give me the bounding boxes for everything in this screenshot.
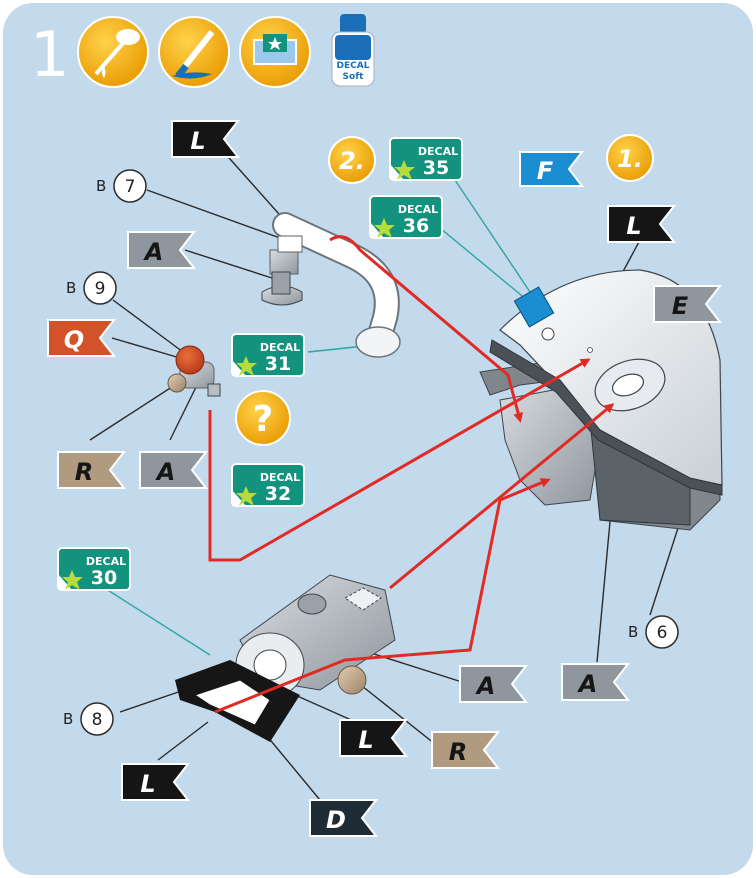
svg-text:D: D — [326, 806, 346, 834]
leader-l-bottom — [157, 721, 209, 761]
flag-r-bottom: R — [431, 731, 501, 769]
flag-a-bottom: A — [459, 665, 529, 703]
leader-decal-36 — [439, 227, 528, 301]
arrow-ball-to-hull — [208, 358, 591, 562]
flag-a-arm: A — [127, 231, 197, 269]
svg-text:R: R — [75, 458, 93, 486]
svg-text:DECAL: DECAL — [260, 471, 300, 484]
svg-text:DECAL: DECAL — [418, 145, 458, 158]
svg-text:6: 6 — [657, 623, 668, 643]
flag-l-right: L — [607, 205, 677, 243]
svg-text:B: B — [66, 279, 76, 297]
question-marker: ? — [235, 390, 291, 446]
flag-l-bottom: L — [121, 763, 191, 801]
flag-l-mid: L — [339, 719, 409, 757]
svg-text:A: A — [143, 238, 164, 266]
svg-text:Q: Q — [64, 326, 84, 354]
part-callout-b8: B 8 — [63, 702, 114, 736]
svg-text:8: 8 — [92, 710, 103, 730]
svg-text:B: B — [628, 623, 638, 641]
glue-applicator-icon — [77, 16, 149, 88]
flag-l-top: L — [171, 120, 241, 158]
step-number: 1 — [30, 18, 69, 91]
svg-text:R: R — [449, 738, 467, 766]
leader-b7 — [146, 189, 281, 239]
svg-text:32: 32 — [265, 483, 291, 505]
leader-decal-31 — [307, 345, 366, 353]
connection-arrows — [208, 235, 615, 714]
svg-text:E: E — [672, 292, 689, 320]
page-background — [3, 3, 753, 875]
decal-badge-31: DECAL 31 — [231, 333, 305, 377]
flag-a-main: A — [561, 663, 631, 701]
leader-a-arm — [184, 249, 273, 279]
svg-text:DECAL: DECAL — [86, 555, 126, 568]
decal-badge-32: DECAL 32 — [231, 463, 305, 507]
svg-text:L: L — [626, 212, 641, 240]
svg-text:9: 9 — [95, 279, 106, 299]
flag-q: Q — [47, 319, 117, 357]
paintbrush-icon — [158, 16, 230, 88]
svg-text:?: ? — [253, 399, 274, 440]
flag-a-left: A — [139, 451, 209, 489]
part-callout-b6: B 6 — [628, 615, 679, 649]
order-marker-2: 2. — [328, 136, 376, 184]
decal-leaders — [94, 179, 531, 656]
svg-text:L: L — [140, 770, 155, 798]
flag-r-left: R — [57, 451, 127, 489]
decal-badge-36: DECAL 36 — [369, 195, 443, 239]
svg-text:30: 30 — [91, 567, 117, 589]
part-callout-b9: B 9 — [66, 271, 117, 305]
leader-d — [261, 729, 321, 801]
order-marker-1: 1. — [606, 134, 654, 182]
bottle-label-bottom: Soft — [343, 72, 365, 82]
decal-soft-bottle-icon: DECAL Soft — [331, 14, 375, 87]
arrow-lower-to-hull — [389, 403, 615, 590]
bottle-label-top: DECAL — [337, 61, 370, 71]
decal-badge-35: DECAL 35 — [389, 137, 463, 181]
svg-text:A: A — [475, 672, 496, 700]
decal-badge-30: DECAL 30 — [57, 547, 131, 591]
svg-text:A: A — [577, 670, 598, 698]
leader-a-left — [169, 382, 199, 441]
flag-e: E — [653, 285, 723, 323]
svg-text:B: B — [63, 710, 73, 728]
arm-part — [261, 212, 401, 358]
svg-text:36: 36 — [403, 215, 429, 237]
lower-hull-part — [175, 574, 396, 742]
leader-r-left — [89, 382, 179, 441]
arrow-lower-to-hull-b — [214, 478, 551, 714]
svg-text:31: 31 — [265, 353, 291, 375]
flag-d: D — [309, 799, 379, 837]
leader-decal-35 — [454, 179, 531, 293]
svg-text:35: 35 — [423, 157, 449, 179]
leader-lines — [89, 149, 688, 801]
svg-text:7: 7 — [125, 177, 136, 197]
svg-text:B: B — [96, 177, 106, 195]
svg-text:L: L — [190, 127, 205, 155]
water-dish-decal-icon — [239, 16, 311, 88]
svg-text:DECAL: DECAL — [260, 341, 300, 354]
svg-text:F: F — [537, 157, 554, 185]
arrow-arm-to-hull — [329, 235, 524, 423]
leader-a-main — [596, 499, 613, 663]
svg-text:DECAL: DECAL — [398, 203, 438, 216]
svg-text:1.: 1. — [617, 145, 643, 173]
svg-text:A: A — [155, 458, 176, 486]
leader-decal-30 — [94, 581, 211, 656]
part-callout-b7: B 7 — [96, 169, 147, 203]
svg-text:L: L — [358, 726, 373, 754]
svg-text:2.: 2. — [339, 147, 365, 175]
main-hull-part — [479, 269, 723, 531]
ball-joint-part — [167, 345, 221, 397]
leader-r-bottom — [351, 677, 441, 749]
leader-q — [111, 337, 181, 359]
leader-b9 — [112, 299, 184, 353]
flag-f: F — [519, 151, 585, 187]
